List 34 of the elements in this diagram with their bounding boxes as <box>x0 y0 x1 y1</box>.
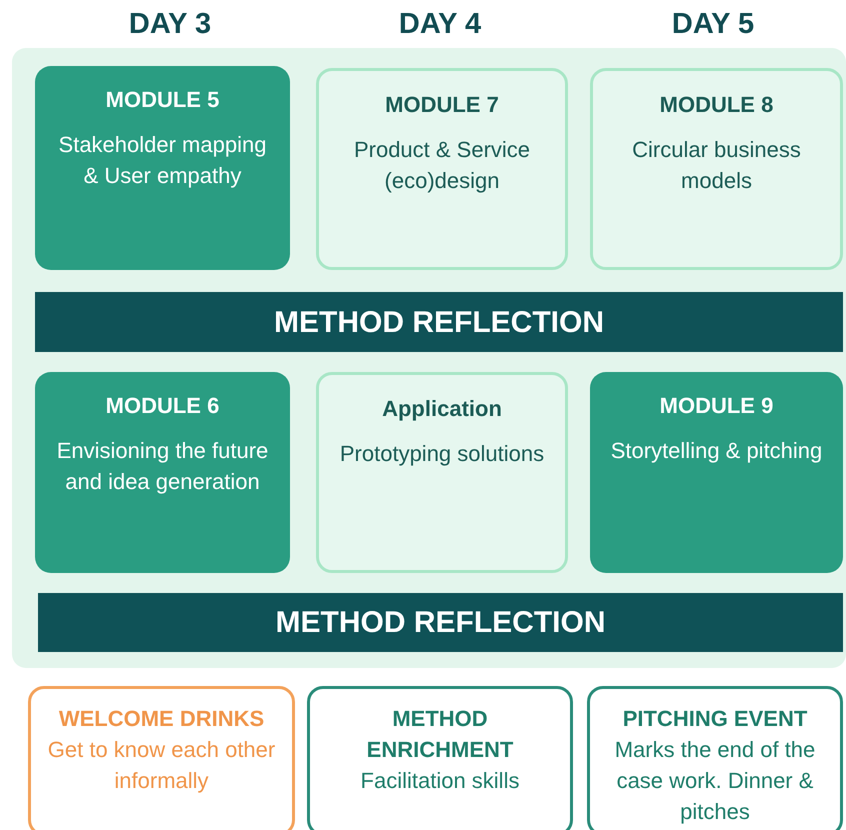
card-description: Prototyping solutions <box>340 440 544 468</box>
card-title: PITCHING EVENT <box>622 705 808 733</box>
card-description: Facilitation skills <box>360 767 520 795</box>
card-description: Storytelling & pitching <box>610 437 822 465</box>
card-title: METHOD REFLECTION <box>276 607 606 638</box>
section-band <box>38 593 843 652</box>
card-title: METHOD REFLECTION <box>274 306 604 338</box>
card-description: Circular business models <box>631 136 802 195</box>
card-title: MODULE 5 <box>106 86 220 114</box>
card-description: Get to know each other informally <box>46 736 276 795</box>
card-title: MODULE 9 <box>660 392 774 420</box>
section-band <box>35 292 843 352</box>
card-description: Stakeholder mapping & User empathy <box>58 131 268 190</box>
event-card <box>307 686 573 830</box>
card-description: Marks the end of the case work. Dinner & pitches <box>614 736 816 826</box>
card-title: MODULE 7 <box>385 91 499 119</box>
card-title: METHOD ENRICHMENT <box>366 705 514 764</box>
card-title: MODULE 6 <box>106 392 220 420</box>
event-card <box>587 686 843 830</box>
card-description: Product & Service (eco)design <box>352 136 532 195</box>
module-card <box>590 68 843 270</box>
card-title: WELCOME DRINKS <box>58 705 264 733</box>
card-description: Envisioning the future and idea generation <box>56 437 270 496</box>
event-card <box>28 686 295 830</box>
module-card <box>35 372 290 573</box>
module-card <box>316 68 568 270</box>
day-heading: DAY 3 <box>128 8 212 41</box>
card-title: Application <box>382 395 502 423</box>
card-title: MODULE 8 <box>660 91 774 119</box>
day-heading: DAY 4 <box>398 8 482 41</box>
module-card <box>590 372 843 573</box>
module-card <box>35 66 290 270</box>
module-card <box>316 372 568 573</box>
day-heading: DAY 5 <box>670 8 756 41</box>
